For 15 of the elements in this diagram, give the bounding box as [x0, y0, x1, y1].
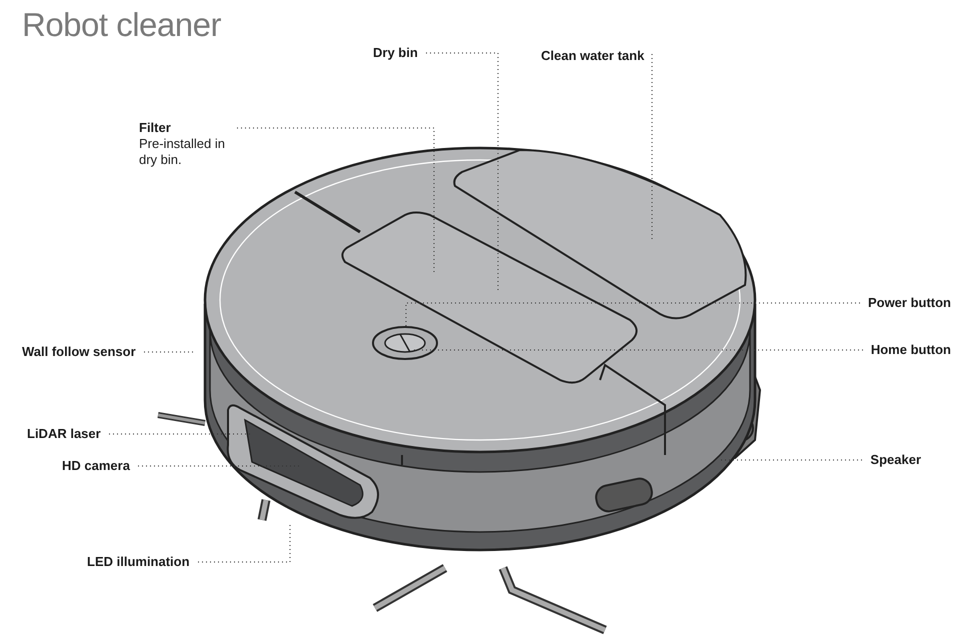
callout-label: LiDAR laser	[27, 426, 101, 442]
callout-label: HD camera	[62, 458, 130, 474]
callout-label: Dry bin	[373, 45, 418, 61]
callout-label: Speaker	[870, 452, 921, 468]
callout-label: Clean water tank	[541, 48, 644, 64]
callout-note: Pre-installed in dry bin.	[139, 136, 226, 168]
callout-label: Filter	[139, 120, 172, 136]
callout-label: Wall follow sensor	[22, 344, 136, 360]
diagram-title: Robot cleaner	[22, 6, 221, 44]
leader-line	[406, 302, 860, 328]
callout-label: LED illumination	[87, 554, 190, 570]
leader-line	[198, 524, 290, 562]
callout-label: Power button	[868, 295, 951, 311]
callout-label: Home button	[870, 342, 951, 358]
leader-line	[426, 52, 498, 290]
